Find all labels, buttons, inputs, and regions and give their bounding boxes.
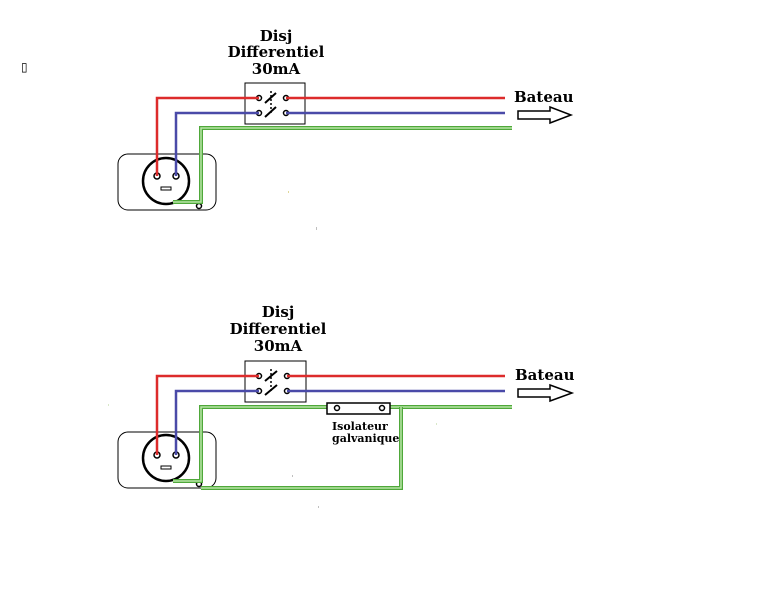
breaker-switch-arm [264, 92, 277, 104]
speck [316, 227, 317, 230]
isolator-label-line2: galvanique [332, 432, 399, 445]
phase-wire-in [155, 96, 259, 176]
speck [288, 191, 289, 193]
phase-wire-in [155, 374, 259, 455]
speck [108, 404, 109, 406]
breaker-label-line1: Disj [260, 27, 293, 45]
galvanic-isolator [326, 402, 391, 415]
breaker-switch-arm [264, 370, 278, 382]
breaker-label-line2: Differentiel [230, 320, 327, 338]
speck [292, 475, 293, 477]
differential-breaker [244, 82, 306, 125]
earth-terminal [195, 202, 203, 210]
breaker-label-line1: Disj [262, 303, 295, 321]
earth-wire [173, 126, 512, 204]
diagram-top: Disj Differentiel 30mA Bateau [117, 27, 574, 211]
socket-outlet [117, 431, 217, 489]
arrow-to-boat [517, 105, 574, 125]
socket-outlet [117, 153, 217, 211]
arrow-to-boat [517, 383, 575, 403]
earth-bypass-inner [201, 407, 402, 489]
earth-wire-inner [173, 406, 328, 482]
stray-specks [108, 191, 437, 508]
earth-wire-inner [173, 127, 512, 203]
differential-breaker [244, 360, 307, 403]
earth-wire-outer [173, 126, 512, 204]
speck [318, 506, 319, 508]
breaker-label-line2: Differentiel [228, 43, 325, 61]
socket-face [141, 433, 191, 483]
breaker-label-line3: 30mA [254, 337, 303, 355]
neutral-wire-in [174, 389, 259, 455]
socket-earth-slot [160, 186, 172, 191]
socket-earth-slot [160, 465, 172, 470]
isolator-label-line1: Isolateur [332, 420, 388, 433]
isolator-terminal [378, 404, 386, 412]
diagram-bottom: Disj Differentiel 30mA Bateau Isolateur … [117, 303, 575, 490]
breaker-label-line3: 30mA [252, 60, 301, 78]
earth-wire [173, 405, 512, 490]
speck [436, 423, 437, 425]
destination-label: Bateau [515, 366, 575, 384]
isolator-terminal [333, 404, 341, 412]
destination-label: Bateau [514, 88, 574, 106]
socket-face [141, 156, 191, 206]
neutral-wire-in [174, 111, 259, 176]
stray-glyph: ▯ [21, 60, 28, 74]
